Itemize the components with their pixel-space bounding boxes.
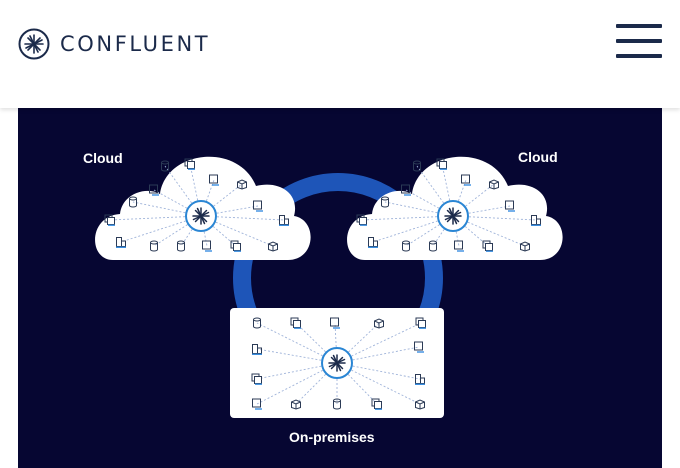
- hamburger-menu-icon[interactable]: [616, 24, 664, 62]
- hybrid-cloud-diagram-panel: [18, 108, 662, 468]
- right-cloud-label: Cloud: [518, 149, 558, 165]
- left-cloud-spoke: [109, 215, 202, 221]
- left-cloud-label: Cloud: [83, 150, 123, 166]
- brand-name: CONFLUENT: [60, 32, 211, 56]
- site-header: CONFLUENT: [0, 0, 680, 108]
- right-cloud-spoke: [361, 215, 454, 221]
- hub-right: [437, 200, 469, 232]
- hub-onprem: [321, 347, 353, 379]
- hub-left: [185, 200, 217, 232]
- onprem-label: On-premises: [289, 429, 375, 445]
- onprem-spoke: [256, 322, 338, 364]
- confluent-logo[interactable]: CONFLUENT: [18, 28, 210, 60]
- left-cloud-spoke: [132, 201, 202, 217]
- hybrid-cloud-diagram: [95, 156, 563, 418]
- right-cloud-spoke: [384, 201, 454, 217]
- confluent-logo-icon: [18, 28, 50, 60]
- onprem-spoke: [334, 322, 338, 364]
- onprem-spoke: [336, 362, 421, 405]
- onprem-spoke: [336, 322, 422, 364]
- onprem-spoke: [256, 362, 338, 405]
